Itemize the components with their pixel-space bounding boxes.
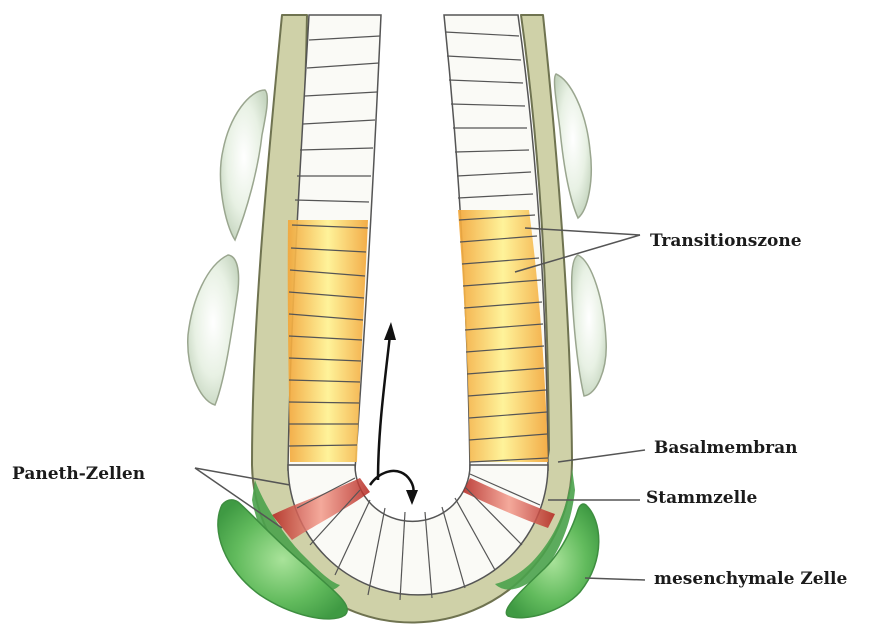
arrow-down <box>370 471 414 498</box>
basement-membrane-label: Basalmembran <box>654 440 797 457</box>
leader-mesen <box>585 578 645 580</box>
epithelium <box>272 15 555 600</box>
transition-zone-left <box>288 220 368 462</box>
pale-cell-right-lower <box>572 255 607 396</box>
pale-cell-left-upper <box>221 90 268 240</box>
arrow-up <box>378 335 390 480</box>
arrow-up-head <box>384 322 396 340</box>
stem-cell-label: Stammzelle <box>646 490 757 507</box>
migration-arrows <box>370 335 414 498</box>
transition-zone-label: Transitionszone <box>650 233 802 250</box>
arrow-down-head <box>406 490 418 505</box>
mesenchymal-cell-label: mesenchymale Zelle <box>654 571 847 588</box>
pale-cell-left-lower <box>188 255 239 405</box>
paneth-cells-label: Paneth-Zellen <box>12 466 145 483</box>
